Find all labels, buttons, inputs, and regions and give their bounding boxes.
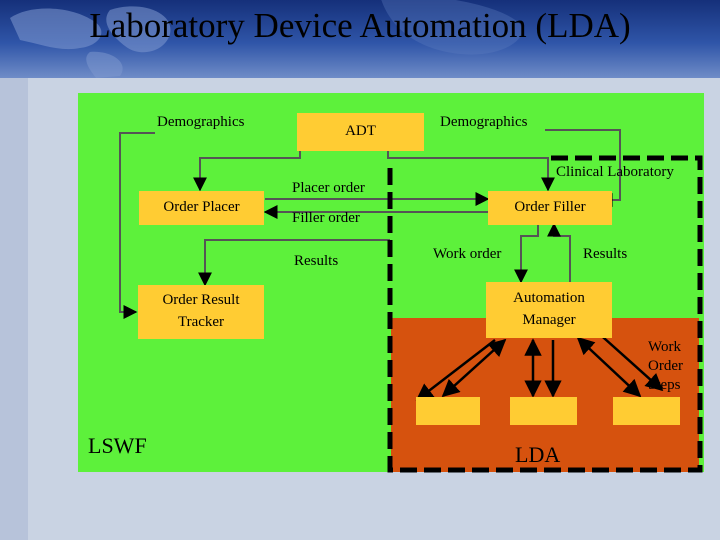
work-order-step-arrow-1 [441, 338, 507, 398]
lda-device-box-2 [510, 397, 577, 425]
work-order-step-arrow-5 [576, 336, 642, 398]
results-label-left: Results [294, 253, 339, 269]
order-filler-actor-box: Order Filler [488, 191, 612, 225]
clinical-laboratory-border [387, 155, 703, 473]
lda-label: LDA [515, 442, 561, 467]
order-placer-label: Order Placer [163, 199, 240, 216]
side-band [0, 78, 28, 540]
placer-order-label: Placer order [292, 180, 365, 196]
demographics-to-tracker-line [119, 132, 155, 319]
adt-actor-box: ADT [297, 113, 424, 151]
demographics-label-right: Demographics [440, 114, 528, 130]
adt-label: ADT [345, 123, 376, 140]
demographics-label-left: Demographics [157, 114, 245, 130]
work-order-steps-label: Work Order Steps [648, 339, 683, 393]
results-feedback-line [547, 222, 571, 282]
results-label-right: Results [583, 246, 628, 262]
lda-device-box-3 [613, 397, 680, 425]
clinical-laboratory-label: Clinical Laboratory [556, 164, 674, 180]
slide-title: Laboratory Device Automation (LDA) [89, 6, 631, 45]
adt-to-order-placer-line [193, 143, 301, 192]
filler-order-label: Filler order [292, 210, 360, 226]
title-banner: Laboratory Device Automation (LDA) [0, 0, 720, 78]
order-filler-label: Order Filler [514, 199, 586, 216]
automation-manager-actor-box: Automation Manager [486, 282, 612, 338]
work-order-line [514, 222, 539, 284]
order-result-tracker-actor-box: Order Result Tracker [138, 285, 264, 339]
world-map-icon [10, 0, 522, 78]
lswf-label: LSWF [88, 433, 147, 458]
work-order-step-arrow-6 [594, 329, 664, 392]
work-order-label: Work order [433, 246, 502, 262]
results-to-tracker-line [198, 239, 390, 287]
automation-manager-label: Automation Manager [513, 290, 585, 328]
order-placer-actor-box: Order Placer [139, 191, 264, 225]
work-order-step-arrow-2 [415, 339, 496, 402]
order-result-tracker-label: Order Result Tracker [162, 292, 240, 330]
lda-device-box-1 [416, 397, 480, 425]
